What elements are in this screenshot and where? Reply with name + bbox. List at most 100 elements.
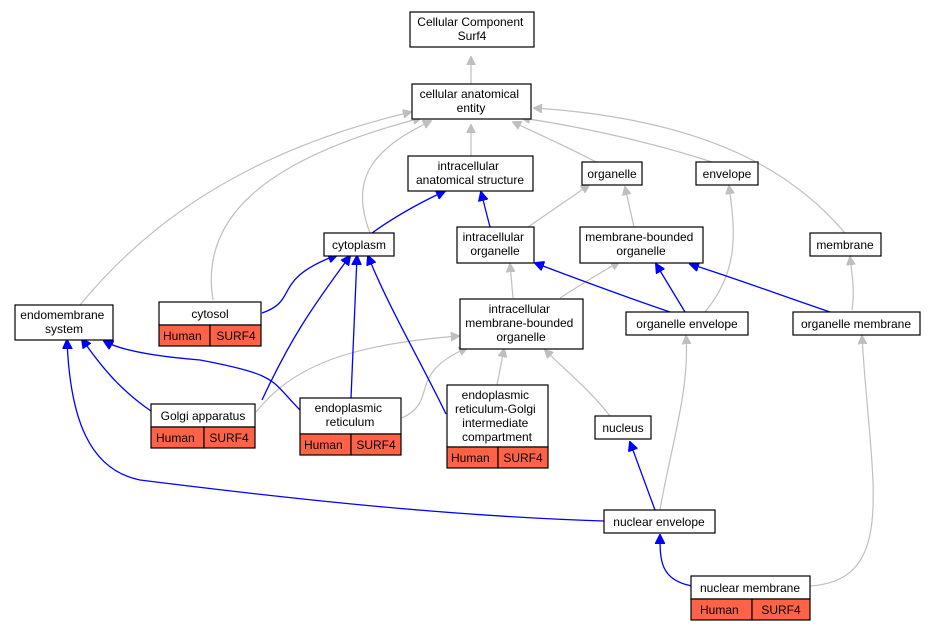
svg-text:cytosol: cytosol [191, 307, 228, 321]
svg-text:cellular anatomical enti: cellular anatomical entity [420, 87, 523, 115]
node-label-line: membrane [816, 238, 874, 252]
node-label-line: intracellular [438, 159, 499, 173]
svg-text:organelle: organelle [587, 167, 637, 181]
node-label-line: nucleus [602, 421, 643, 435]
node-cytosol[interactable]: cytosol Human SURF4 [158, 301, 262, 347]
node-label-line: Surf4 [458, 29, 487, 43]
node-label-line: reticulum-Golgi [455, 402, 536, 416]
node-cellular-anatomical-entity[interactable]: cellular anatomical entity [411, 83, 532, 120]
edge-organelle-cae [513, 122, 597, 163]
annotation-gene: SURF4 [503, 451, 543, 465]
edge-ne-endo [67, 340, 605, 522]
node-intracellular-organelle[interactable]: intracellular organelle [456, 226, 535, 264]
svg-text:Human SURF4: Human SURF4 [451, 451, 543, 465]
edge-nm-ne [660, 535, 693, 587]
node-label-line: organelle envelope [636, 317, 738, 331]
node-organelle-membrane[interactable]: organelle membrane [792, 311, 921, 336]
annotation-gene-cell [350, 433, 402, 456]
node-endoplasmic-reticulum[interactable]: endoplasmic reticulum Human SURF4 [299, 397, 402, 456]
svg-text:endomembrane system: endomembrane system [20, 308, 107, 336]
edge-endo-cae [79, 112, 411, 306]
svg-text:Human SURF4: Human SURF4 [304, 438, 396, 452]
edge-imbo-io [510, 264, 513, 299]
node-label-line: entity [457, 101, 486, 115]
node-endomembrane-system[interactable]: endomembrane system [14, 304, 114, 341]
node-label-line: anatomical structure [416, 173, 524, 187]
svg-text:membrane: membrane [816, 238, 874, 252]
node-organelle-envelope[interactable]: organelle envelope [625, 311, 749, 336]
svg-text:Human SURF4: Human SURF4 [700, 603, 801, 617]
node-intracellular-anatomical-structure[interactable]: intracellular anatomical structure [407, 155, 534, 192]
node-label-line: envelope [703, 167, 752, 181]
edge-golgi-imbo [255, 336, 459, 413]
svg-text:Human SURF4: Human SURF4 [156, 431, 249, 445]
node-label-line: intracellular [489, 302, 550, 316]
node-label-line: cellular anatomical [420, 87, 519, 101]
node-label-line: intermediate [462, 416, 528, 430]
edge-io-ias [481, 192, 491, 228]
node-label-line: intracellular [463, 230, 524, 244]
node-label-line: Golgi apparatus [161, 409, 246, 423]
edge-cytosol-cytoplasm [261, 255, 337, 314]
node-er-golgi-intermediate-compartment[interactable]: endoplasmic reticulum-Golgi intermediate… [446, 384, 549, 469]
node-label-line: organelle membrane [801, 317, 911, 331]
node-label-line: organelle [587, 167, 637, 181]
node-label-line: Cellular Component [417, 15, 524, 29]
node-label-line: endoplasmic [462, 388, 529, 402]
node-envelope[interactable]: envelope [695, 161, 759, 186]
annotation-gene-cell [203, 426, 256, 449]
annotation-species: Human [163, 329, 202, 343]
annotation-gene-cell [209, 324, 262, 347]
edge-oe-mbo [656, 264, 686, 313]
node-golgi-apparatus[interactable]: Golgi apparatus Human SURF4 [150, 403, 256, 449]
svg-text:Golgi apparatus: Golgi apparatus [161, 409, 246, 423]
svg-text:nuclear membrane: nuclear membrane [700, 581, 800, 595]
node-label-line: organelle [496, 330, 546, 344]
edge-om-mbo [690, 264, 831, 313]
svg-text:intracellular membrane-b: intracellular membrane-bounded organelle [465, 302, 576, 344]
svg-text:endoplasmic reticulum: endoplasmic reticulum [315, 401, 386, 429]
node-membrane[interactable]: membrane [809, 232, 882, 257]
svg-text:nuclear envelope: nuclear envelope [613, 515, 705, 529]
node-cytoplasm[interactable]: cytoplasm [323, 232, 395, 257]
node-nucleus[interactable]: nucleus [594, 415, 652, 440]
node-label-line: organelle [470, 244, 520, 258]
node-label-line: organelle [616, 244, 666, 258]
node-label-line: endomembrane [20, 308, 104, 322]
edge-cytoplasm-cae [361, 121, 431, 234]
annotation-species: Human [156, 431, 195, 445]
node-label-line: compartment [462, 430, 533, 444]
node-nuclear-membrane[interactable]: nuclear membrane Human SURF4 [690, 575, 811, 621]
edge-om-membrane [850, 257, 853, 311]
node-label-line: system [45, 322, 83, 336]
edge-membrane-cae [534, 108, 846, 234]
annotation-gene-cell [751, 598, 811, 621]
edge-nucleus-imbo [545, 350, 611, 417]
edge-nm-om [809, 336, 874, 587]
node-label-line: membrane-bounded [585, 230, 693, 244]
svg-text:nucleus: nucleus [602, 421, 643, 435]
node-membrane-bounded-organelle[interactable]: membrane-bounded organelle [579, 226, 704, 264]
annotation-gene: SURF4 [209, 431, 249, 445]
edge-er-cytoplasm [350, 256, 357, 399]
edge-ergic-imbo [496, 349, 504, 386]
node-label-line: cytoplasm [332, 238, 386, 252]
svg-text:organelle envelope: organelle envelope [636, 317, 738, 331]
node-label-line: nuclear membrane [700, 581, 800, 595]
annotation-gene: SURF4 [761, 603, 801, 617]
node-label-line: nuclear envelope [613, 515, 705, 529]
svg-text:envelope: envelope [703, 167, 752, 181]
node-organelle[interactable]: organelle [581, 161, 643, 186]
node-intracellular-membrane-bounded-organelle[interactable]: intracellular membrane-bounded organelle [459, 298, 584, 350]
svg-text:intracellular organelle: intracellular organelle [463, 230, 528, 258]
node-nuclear-envelope[interactable]: nuclear envelope [603, 509, 716, 534]
node-root[interactable]: Cellular Component Surf4 [409, 11, 535, 48]
node-label-line: cytosol [191, 307, 228, 321]
svg-text:endoplasmic reticulum-Go: endoplasmic reticulum-Golgi intermediate… [455, 388, 539, 444]
edge-imbo-mbo [559, 262, 619, 299]
svg-text:cytoplasm: cytoplasm [332, 238, 386, 252]
edge-layer [67, 57, 874, 587]
edge-oe-envelope [704, 186, 733, 313]
edge-ne-oe [659, 336, 687, 511]
